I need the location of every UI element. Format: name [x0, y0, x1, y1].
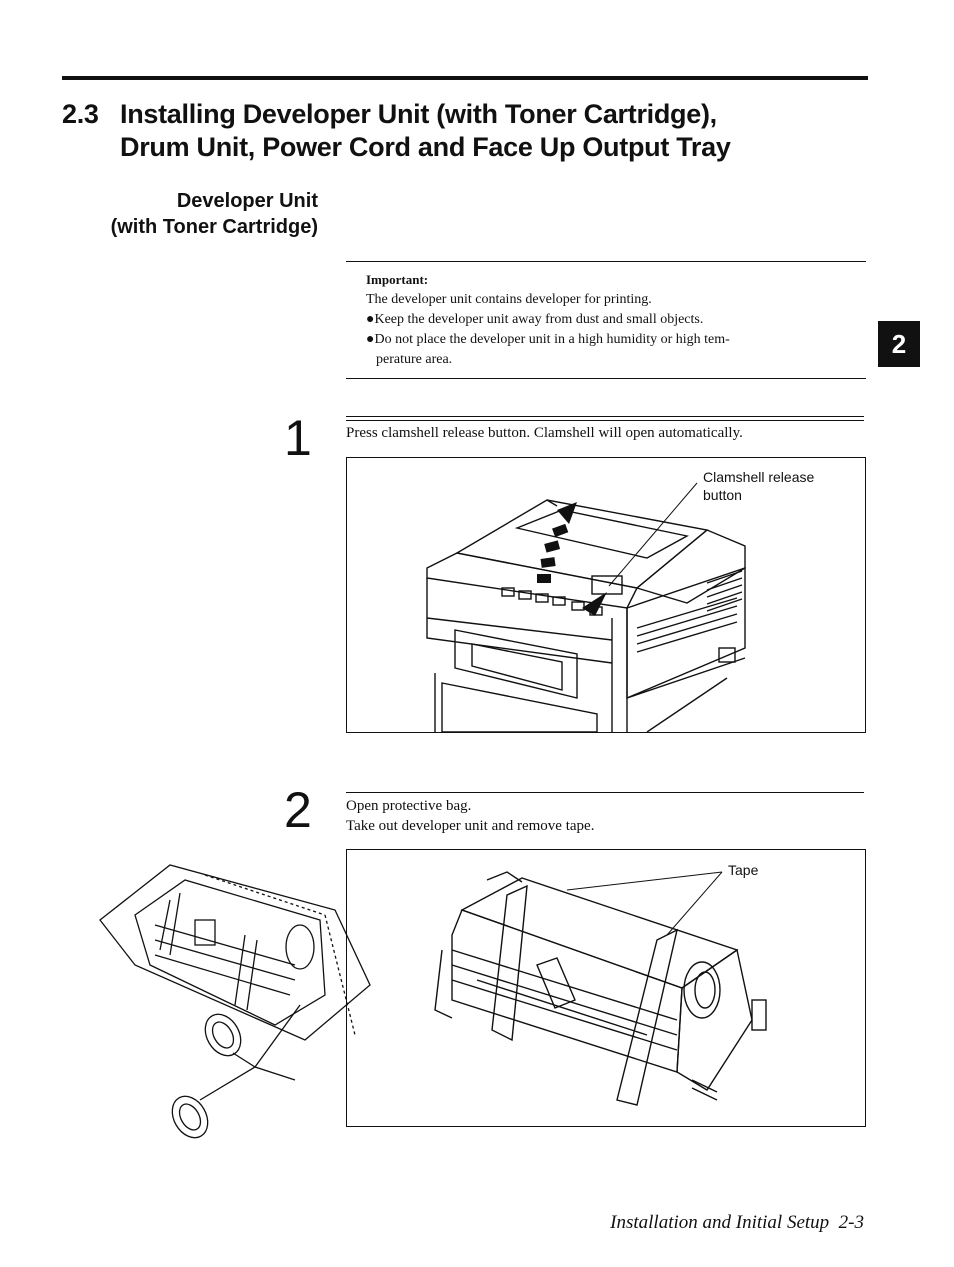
- section-number: 2.3: [62, 99, 99, 129]
- tape-callout: Tape: [728, 862, 759, 878]
- callout-line2: button: [703, 487, 742, 503]
- developer-unit-drawing: [434, 871, 767, 1106]
- printer-illustration: Clamshell release button: [346, 457, 866, 733]
- footer-text: Installation and Initial Setup: [610, 1212, 830, 1233]
- step-2-number: 2: [284, 782, 312, 838]
- developer-unit-illustration: Tape: [346, 849, 866, 1127]
- step-2-text-line2: Take out developer unit and remove tape.: [346, 818, 595, 834]
- step-1-text: Press clamshell release button. Clamshel…: [346, 425, 743, 441]
- step-1-number: 1: [284, 410, 312, 466]
- important-line: ●Keep the developer unit away from dust …: [366, 312, 704, 327]
- section-title: 2.3 Installing Developer Unit (with Toner…: [62, 98, 882, 164]
- chapter-tab: 2: [878, 321, 920, 367]
- bag-and-scissors-drawing: [99, 864, 371, 1139]
- printer-drawing: [426, 482, 746, 732]
- important-line: perature area.: [376, 352, 453, 367]
- step-2-text: Open protective bag. Take out developer …: [346, 796, 866, 836]
- page-footer: Installation and Initial Setup 2-3: [540, 1212, 864, 1234]
- clamshell-callout: Clamshell release button: [703, 468, 814, 504]
- step-1-rule: [346, 416, 864, 417]
- step-1-rule: [346, 420, 864, 421]
- section-title-line2: Drum Unit, Power Cord and Face Up Output…: [120, 132, 731, 162]
- callout-line1: Clamshell release: [703, 469, 815, 485]
- note-bottom-rule: [346, 378, 866, 379]
- important-line: The developer unit contains developer fo…: [366, 292, 652, 307]
- top-rule: [62, 76, 868, 80]
- step-2-rule: [346, 792, 864, 793]
- subheading-line1: Developer Unit: [176, 190, 318, 212]
- important-line: ●Do not place the developer unit in a hi…: [366, 332, 730, 347]
- subheading-line2: (with Toner Cartridge): [110, 216, 318, 238]
- important-note: Important: The developer unit contains d…: [366, 270, 856, 370]
- important-label: Important:: [366, 272, 429, 287]
- note-top-rule: [346, 261, 866, 262]
- subheading: Developer Unit (with Toner Cartridge): [40, 188, 318, 240]
- page-number: 2-3: [838, 1212, 864, 1233]
- step-2-text-line1: Open protective bag.: [346, 798, 472, 814]
- section-title-line1: Installing Developer Unit (with Toner Ca…: [120, 99, 717, 129]
